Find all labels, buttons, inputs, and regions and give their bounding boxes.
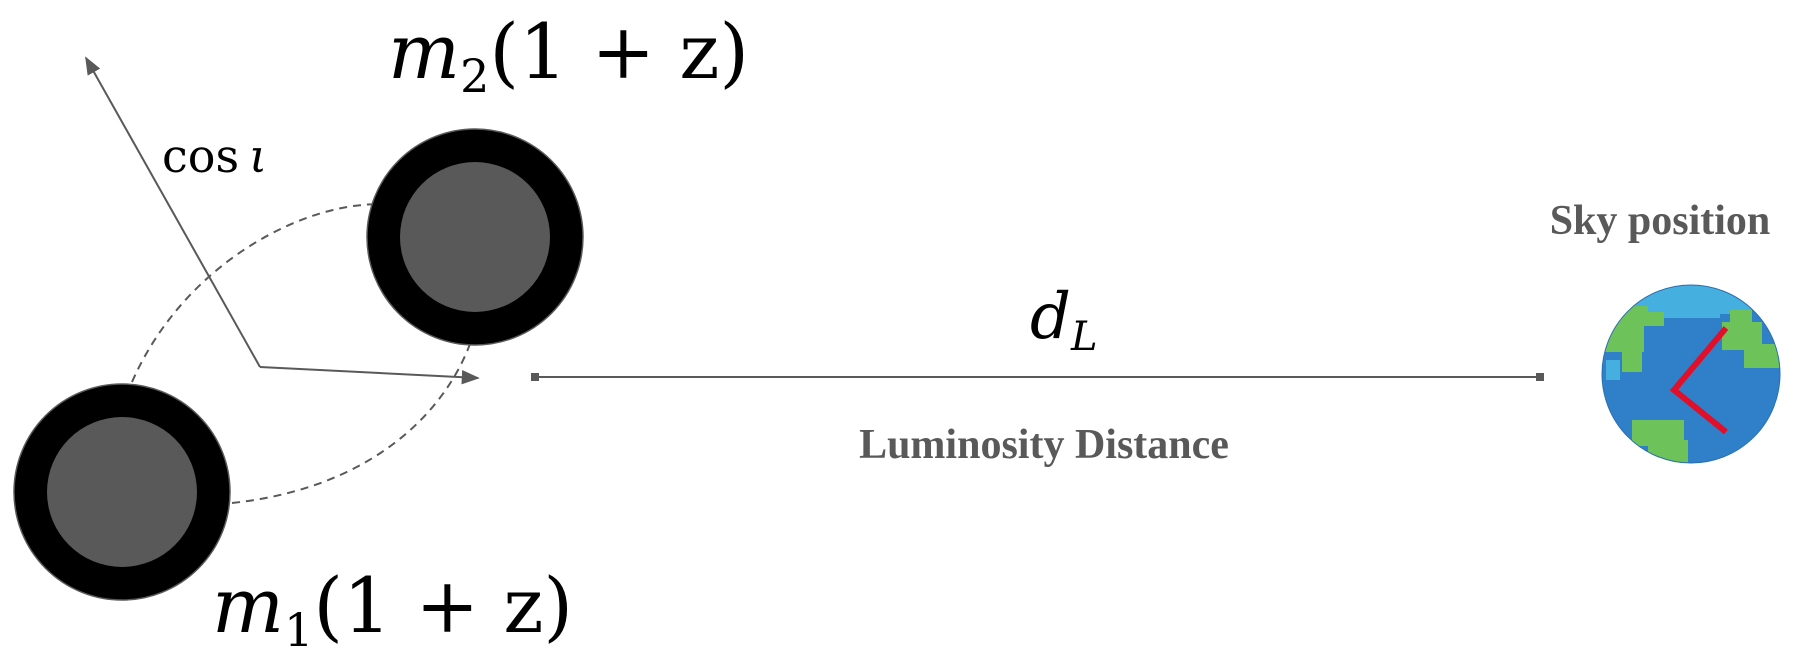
distance-symbol: dL xyxy=(1030,280,1098,360)
distance-line xyxy=(531,373,1544,381)
luminosity-distance-label: Luminosity Distance xyxy=(859,422,1229,468)
body-m2 xyxy=(366,128,584,346)
body-m1 xyxy=(13,383,231,601)
orbit-normal-arrow xyxy=(85,56,261,368)
sky-position-label: Sky position xyxy=(1550,198,1771,244)
earth-globe-icon xyxy=(1601,284,1781,464)
mass-label-m1: m1(1 + z) xyxy=(212,561,573,654)
mass-label-m2: m2(1 + z) xyxy=(388,7,749,103)
line-of-sight-arrow xyxy=(259,366,480,385)
